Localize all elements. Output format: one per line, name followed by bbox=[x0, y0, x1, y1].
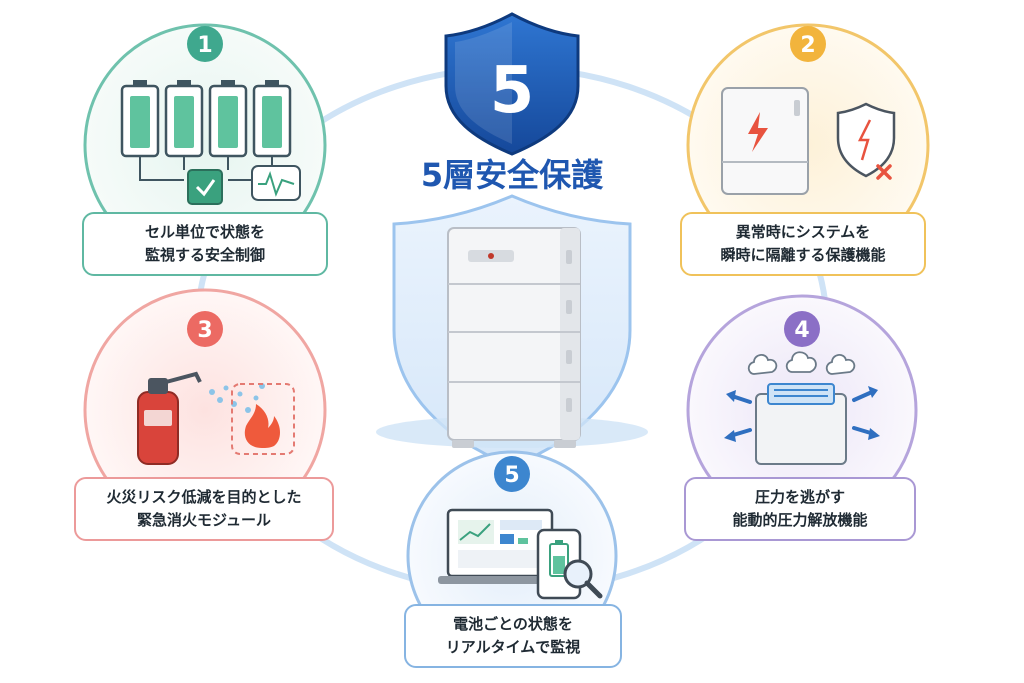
feature-3-badge bbox=[187, 311, 223, 347]
waveform-chat-icon bbox=[251, 165, 301, 201]
feature-1-number: 1 bbox=[197, 33, 212, 58]
feature-2-line-1: 異常時にシステムを bbox=[735, 222, 871, 241]
flame-icon bbox=[244, 404, 280, 448]
feature-5-label: 電池ごとの状態を リアルタイムで監視 bbox=[404, 604, 622, 668]
magnifier-icon bbox=[563, 559, 603, 599]
feature-1-badge bbox=[187, 26, 223, 62]
feature-5-line-2: リアルタイムで監視 bbox=[445, 638, 581, 656]
steam-cloud-icon bbox=[747, 351, 856, 375]
feature-1-line-2: 監視する安全制御 bbox=[144, 246, 265, 264]
shield-icon bbox=[444, 12, 580, 156]
top-shield-badge: 5 bbox=[444, 12, 580, 156]
feature-4-circle: 4 bbox=[686, 294, 918, 526]
fire-zone-outline bbox=[231, 383, 295, 455]
battery-cells-icon bbox=[120, 80, 292, 181]
laptop-dashboard-icon bbox=[438, 508, 562, 584]
feature-5-line-1: 電池ごとの状態を bbox=[453, 614, 573, 633]
feature-4-label: 圧力を逃がす 能動的圧力解放機能 bbox=[684, 477, 916, 541]
feature-2-label: 異常時にシステムを 瞬時に隔離する保護機能 bbox=[680, 212, 926, 276]
broken-shield-icon bbox=[836, 102, 896, 180]
feature-4-number: 4 bbox=[794, 318, 809, 343]
battery-cabinet-icon bbox=[721, 87, 809, 195]
feature-4-line-2: 能動的圧力解放機能 bbox=[732, 511, 868, 529]
feature-5-number: 5 bbox=[504, 463, 519, 488]
pressure-vent-box-icon bbox=[755, 383, 847, 465]
feature-3-line-1: 火災リスク低減を目的とした bbox=[106, 487, 302, 506]
feature-1-line-1: セル単位で状態を bbox=[144, 222, 265, 241]
chip-check-icon bbox=[187, 169, 223, 205]
page-title: 5層安全保護 bbox=[421, 156, 604, 194]
feature-2-number: 2 bbox=[800, 33, 815, 58]
feature-3-line-2: 緊急消火モジュール bbox=[137, 511, 271, 529]
feature-3-circle: 3 bbox=[83, 288, 327, 532]
spray-mist-icon bbox=[209, 383, 265, 413]
feature-1-circle: 1 bbox=[83, 23, 327, 267]
feature-2-line-2: 瞬時に隔離する保護機能 bbox=[720, 246, 886, 264]
feature-3-label: 火災リスク低減を目的とした 緊急消火モジュール bbox=[74, 477, 334, 541]
fire-extinguisher-icon bbox=[137, 371, 202, 465]
feature-1-label: セル単位で状態を 監視する安全制御 bbox=[82, 212, 328, 276]
feature-3-number: 3 bbox=[197, 318, 212, 343]
feature-2-circle: 2 bbox=[686, 23, 930, 267]
outward-arrows-icon bbox=[724, 386, 880, 442]
feature-4-line-1: 圧力を逃がす bbox=[754, 487, 845, 506]
feature-5-badge bbox=[494, 456, 530, 492]
battery-storage-unit bbox=[447, 227, 581, 448]
shield-number: 5 bbox=[490, 54, 535, 128]
feature-4-badge bbox=[784, 311, 820, 347]
feature-2-badge bbox=[790, 26, 826, 62]
brand-logo-icon bbox=[488, 253, 494, 259]
